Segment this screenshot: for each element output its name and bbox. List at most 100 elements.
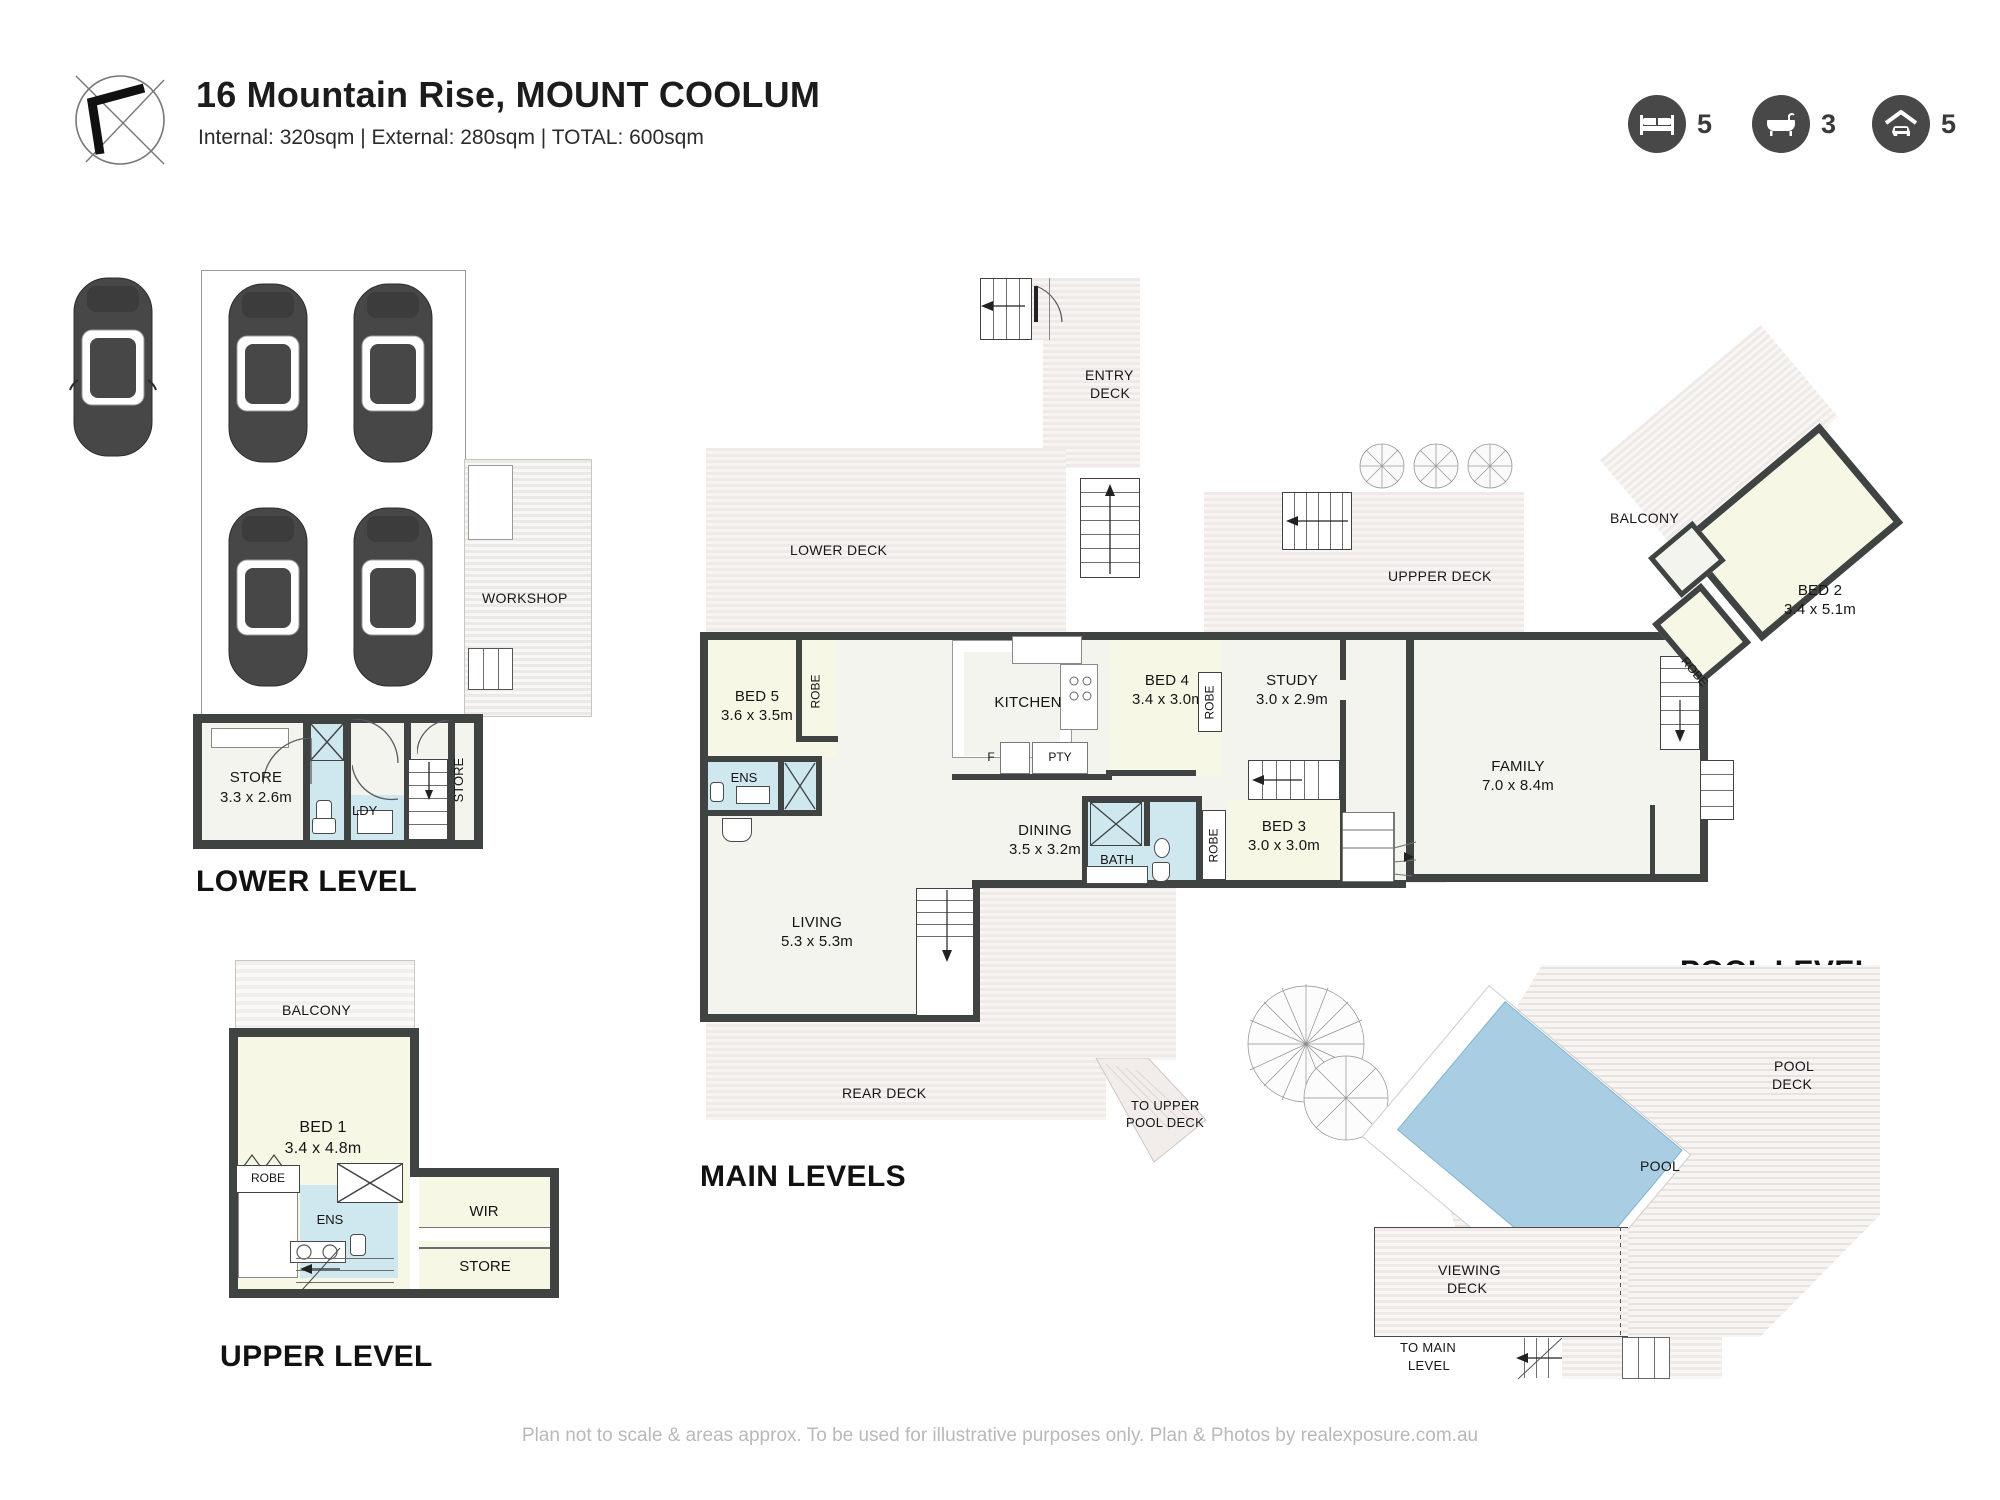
dining-dims: 3.5 x 3.2m — [1008, 841, 1082, 858]
shower-cross-icon — [310, 723, 344, 761]
bed5-robe-label: ROBE — [808, 674, 823, 709]
pool-deck-label-2: DECK — [1772, 1076, 1813, 1092]
viewing-deck-label-1: VIEWING — [1438, 1262, 1501, 1278]
rear-deck-ext — [1106, 880, 1176, 1060]
workshop-window — [468, 465, 513, 540]
fridge-box — [1000, 742, 1030, 774]
main-wall-family-top — [1406, 632, 1706, 640]
bed4-label: BED 4 — [1144, 672, 1190, 689]
compass-north-icon — [75, 75, 165, 165]
kitchen-wall-bottom — [952, 774, 1112, 780]
main-wall-family-left — [1406, 632, 1414, 882]
study-wall-right-a — [1340, 640, 1346, 680]
rear-deck-label: REAR DECK — [842, 1085, 927, 1101]
robe-box — [236, 1165, 300, 1193]
garage-icon — [1884, 110, 1918, 136]
store-partition-2 — [344, 723, 351, 840]
ens-wall-top — [708, 756, 822, 762]
bed2-label: BED 2 — [1797, 582, 1843, 599]
main-levels-title: MAIN LEVELS — [700, 1160, 907, 1193]
stair-direction-arrow-icon — [1286, 516, 1348, 526]
kitchen-sink — [1012, 636, 1082, 664]
bed3-dims: 3.0 x 3.0m — [1247, 837, 1321, 854]
footer-disclaimer: Plan not to scale & areas approx. To be … — [521, 1425, 1479, 1446]
shower-cross-icon — [337, 1163, 403, 1203]
upper-wall-right — [550, 1168, 559, 1298]
store-left-label: STORE — [229, 769, 283, 786]
family-stub-wall — [1650, 805, 1655, 875]
robe-hanger-icon — [243, 1153, 283, 1167]
wir-divider — [419, 1247, 550, 1249]
ens-wall-mid — [778, 756, 784, 816]
bed2-dims: 3.4 x 5.1m — [1783, 601, 1857, 618]
family-label: FAMILY — [1491, 758, 1545, 775]
viewing-deck-dashed — [1620, 1227, 1621, 1337]
lower-level-title: LOWER LEVEL — [196, 865, 418, 898]
bed3-label: BED 3 — [1261, 818, 1307, 835]
bed3-area — [1228, 800, 1340, 880]
hot-water-icon — [722, 818, 752, 842]
car-icon — [353, 283, 433, 463]
main-wall-living-right — [972, 880, 980, 1022]
upper-wall-bottom — [229, 1289, 559, 1298]
main-wall-family-bottom — [1406, 874, 1706, 882]
stair-direction-arrow-icon — [981, 301, 1025, 311]
stair-direction-arrow-icon — [1105, 484, 1115, 574]
pantry-box — [1032, 742, 1088, 774]
pool-step — [1622, 1337, 1670, 1379]
bedrooms-count: 5 — [1697, 108, 1713, 139]
bathrooms-count: 3 — [1821, 108, 1837, 139]
main-wall-family-right — [1700, 632, 1708, 882]
viewing-deck-label-2: DECK — [1447, 1280, 1488, 1296]
entry-deck-label-2: DECK — [1090, 385, 1131, 401]
door-arc-icon — [352, 719, 399, 763]
car-icon — [228, 507, 308, 687]
car-icon — [69, 277, 157, 457]
door-arc-icon — [417, 720, 450, 754]
store-left-dims: 3.3 x 2.6m — [219, 789, 293, 806]
door-arc-icon — [263, 738, 312, 785]
entry-deck-label-1: ENTRY — [1085, 367, 1134, 383]
bath-wall-mid — [1144, 796, 1150, 846]
bath-icon-circle — [1752, 95, 1810, 153]
stair-direction-arrow-icon — [300, 1248, 341, 1290]
bed5-ens-label: ENS — [730, 770, 758, 785]
store-partition-3 — [404, 723, 411, 840]
pool-deck-label-1: POOL — [1774, 1058, 1815, 1074]
store-partition-4 — [448, 723, 455, 840]
page-subtitle: Internal: 320sqm | External: 280sqm | TO… — [198, 126, 704, 149]
study-label: STUDY — [1266, 672, 1318, 689]
upper-deck-label: UPPPER DECK — [1388, 568, 1492, 584]
stair-direction-arrow-icon — [1675, 700, 1685, 742]
store-wall-top — [193, 714, 483, 723]
lower-deck — [706, 448, 1066, 640]
bed5-label: BED 5 — [734, 688, 780, 705]
bed5-dims: 3.6 x 3.5m — [720, 707, 794, 724]
bath-label: BATH — [1100, 852, 1134, 867]
ens-wall-right — [816, 756, 822, 816]
bed3-robe-label: ROBE — [1206, 828, 1221, 863]
pantry-label: PTY — [1048, 750, 1072, 764]
shrub-icon — [1359, 443, 1513, 489]
viewing-deck — [1374, 1227, 1628, 1337]
bed4-robe-label: ROBE — [1202, 685, 1217, 720]
study-area — [1238, 640, 1346, 760]
bath-wall-right — [1196, 796, 1202, 884]
page-title: 16 Mountain Rise, MOUNT COOLUM — [196, 74, 821, 115]
to-main-label-1: TO MAIN — [1400, 1340, 1457, 1355]
upper-balcony — [235, 960, 415, 1030]
family-winder-stairs — [1342, 812, 1417, 883]
to-upper-pool-label-2: POOL DECK — [1126, 1115, 1205, 1130]
main-wall-bottom-left — [700, 1014, 980, 1022]
workshop-door-div — [483, 649, 484, 689]
bed2-cluster: BALCONY BED 2 3.4 x 5.1m ROBE — [1560, 325, 1920, 770]
store-wall-left — [193, 714, 202, 849]
stair-direction-arrow-icon — [942, 890, 952, 962]
store-right-label: STORE — [450, 757, 466, 803]
store-shelf — [211, 728, 289, 748]
bed5-robe-area — [800, 640, 836, 740]
bed-icon-circle — [1628, 95, 1686, 153]
car-icon — [228, 283, 308, 463]
to-upper-pool-label-1: TO UPPER — [1131, 1098, 1200, 1113]
basin-icon — [1154, 838, 1170, 858]
